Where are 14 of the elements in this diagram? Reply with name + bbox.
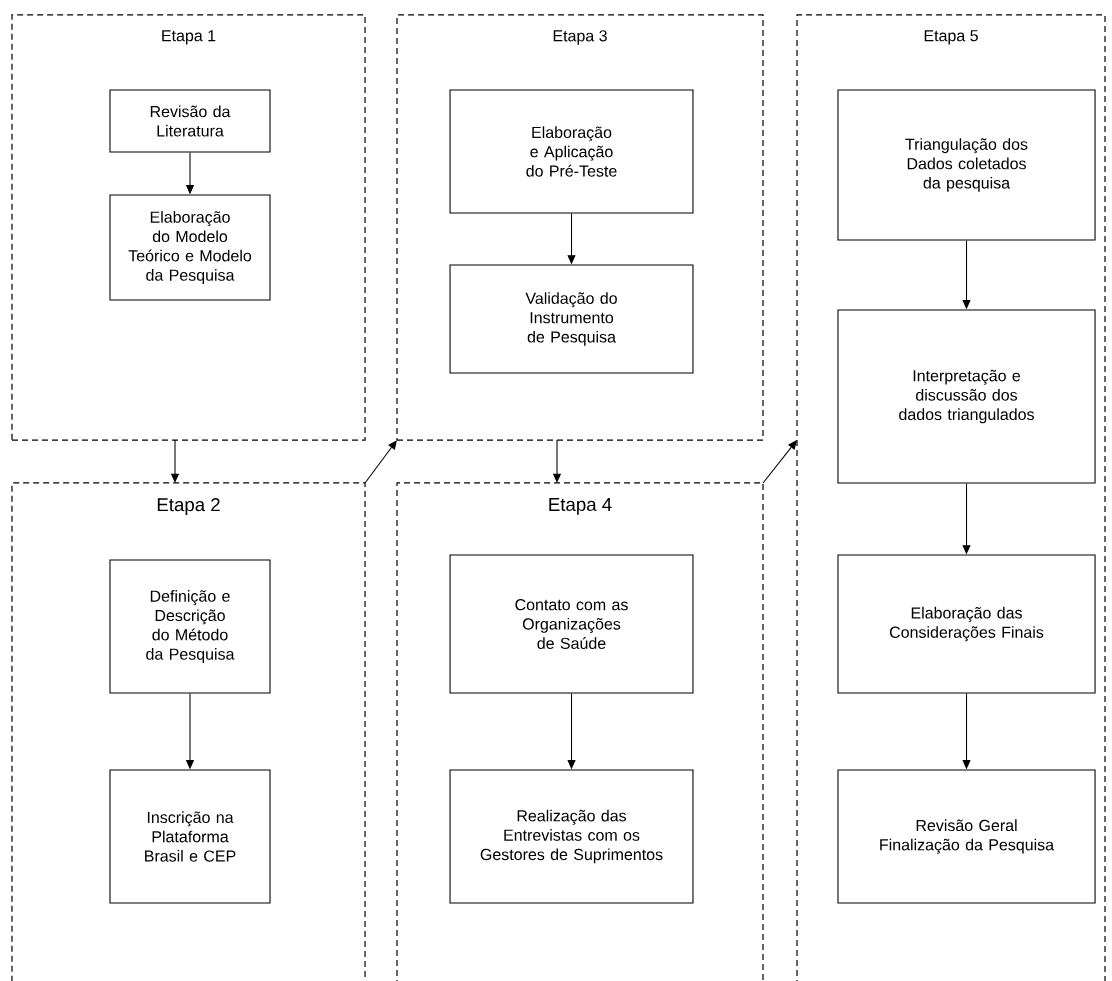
- process-box: Definição e Descrição do Método da Pesquisa: [109, 559, 271, 694]
- process-box: Triangulação dos Dados coletados da pesquisa: [837, 89, 1096, 241]
- process-box: Revisão Geral Finalização da Pesquisa: [837, 769, 1096, 904]
- process-box: Interpretação e discussão dos dados triangulados: [837, 309, 1096, 484]
- process-box: Elaboração das Considerações Finais: [837, 554, 1096, 694]
- arrow: [762, 440, 797, 484]
- process-box: Elaboração do Modelo Teórico e Modelo da Pesquisa: [109, 194, 271, 301]
- process-box: Validação do Instrumento de Pesquisa: [449, 264, 694, 374]
- process-box: Contato com as Organizações de Saúde: [449, 554, 694, 694]
- process-box: Inscrição na Plataforma Brasil e CEP: [109, 769, 271, 904]
- process-box: Realização das Entrevistas com os Gestores de Suprimentos: [449, 769, 694, 904]
- arrow: [364, 440, 397, 484]
- process-box: Revisão da Literatura: [109, 89, 271, 153]
- process-box: Elaboração e Aplicação do Pré-Teste: [449, 89, 694, 214]
